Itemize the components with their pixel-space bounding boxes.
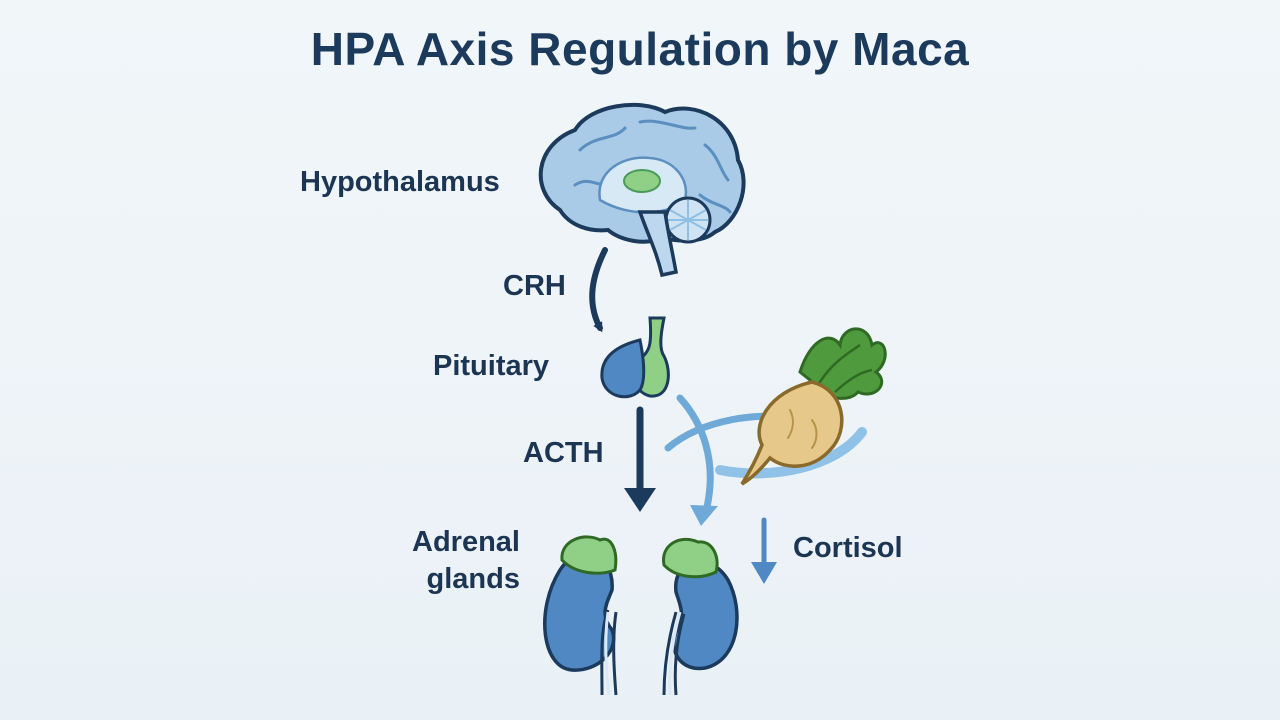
cortisol-label: Cortisol: [793, 532, 903, 564]
diagram-title: HPA Axis Regulation by Maca: [310, 23, 970, 75]
acth-label: ACTH: [523, 437, 604, 469]
left-kidney-icon: [543, 553, 618, 696]
maca-swirl-front: [715, 427, 867, 479]
adrenal-label-line2: glands: [426, 563, 520, 595]
hypothalamus-label: Hypothalamus: [300, 166, 500, 198]
adrenal-label-line1: Adrenal: [412, 526, 520, 558]
cortisol-arrowhead: [751, 562, 777, 584]
maca-root-icon: [740, 327, 887, 486]
acth-arrowhead: [624, 488, 656, 512]
adrenal-glands-label: Adrenal glands: [412, 524, 520, 598]
right-adrenal-gland-icon: [662, 537, 719, 579]
crh-label: CRH: [503, 270, 566, 302]
pituitary-gland-icon: [600, 316, 670, 399]
brain-icon: [538, 102, 746, 278]
crh-arrow: [589, 247, 608, 333]
pituitary-label: Pituitary: [433, 350, 550, 382]
right-kidney-icon: [662, 559, 739, 696]
maca-modulation-arrowhead: [690, 505, 718, 526]
cerebellum-icon: [664, 196, 712, 244]
left-adrenal-gland-icon: [560, 535, 618, 575]
maca-modulation-arrow: [676, 394, 714, 519]
